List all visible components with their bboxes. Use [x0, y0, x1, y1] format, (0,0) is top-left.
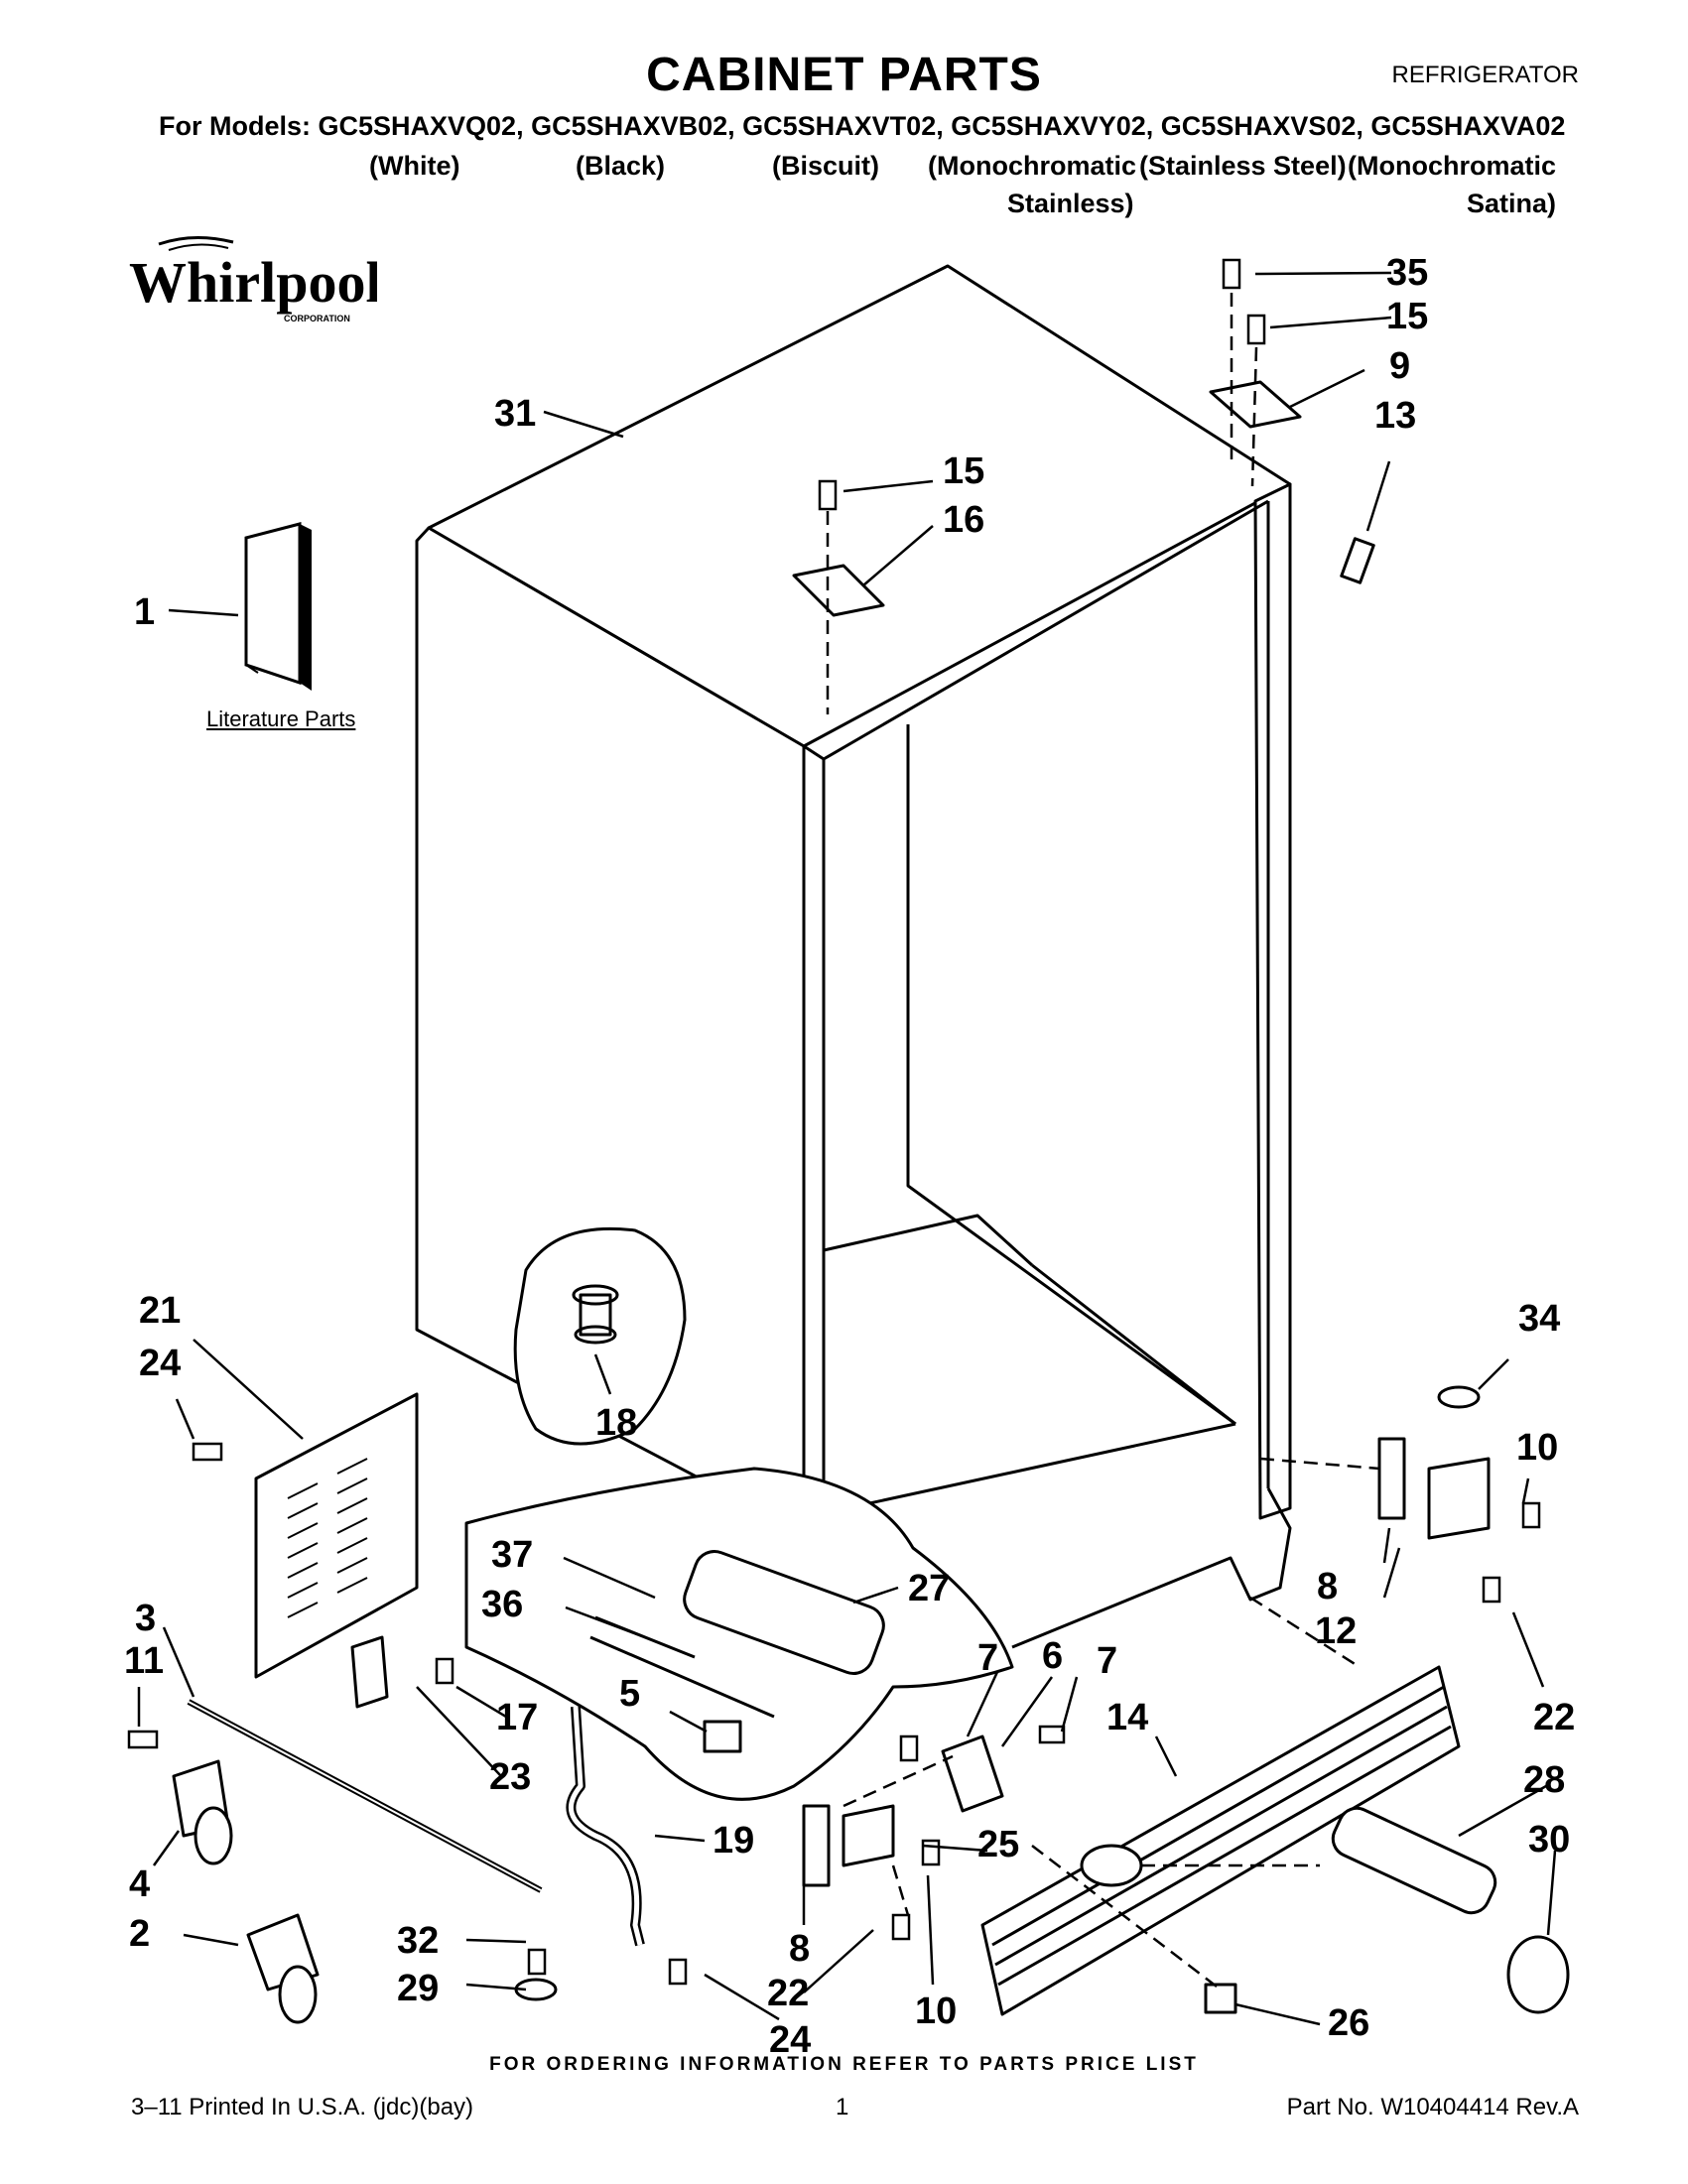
toe-grille: [980, 1665, 1461, 2016]
callout-17: 17: [496, 1697, 539, 1738]
callout-15b: 15: [943, 450, 985, 492]
callout-34: 34: [1518, 1298, 1561, 1340]
callout-7a: 7: [977, 1637, 999, 1679]
variant-label-mono-satina-2: Satina): [1467, 189, 1557, 218]
callout-1: 1: [134, 591, 156, 633]
svg-text:CORPORATION: CORPORATION: [284, 314, 350, 323]
page-title: CABINET PARTS: [646, 49, 1042, 101]
callout-12: 12: [1315, 1610, 1358, 1652]
variant-label-mono-stainless: (Monochromatic: [928, 151, 1137, 181]
callout-9: 9: [1389, 345, 1411, 387]
appliance-category: REFRIGERATOR: [1391, 62, 1579, 88]
callout-25: 25: [977, 1824, 1020, 1865]
callout-18: 18: [595, 1402, 638, 1444]
literature-parts-label: Literature Parts: [206, 707, 356, 731]
whirlpool-logo: Whirlpool CORPORATION: [129, 230, 382, 329]
callout-7b: 7: [1097, 1640, 1118, 1682]
leveler-cutaway: [513, 1226, 687, 1446]
callout-24b: 24: [769, 2019, 812, 2061]
pump-body: [683, 1550, 885, 1675]
variant-label-biscuit: (Biscuit): [772, 151, 879, 181]
callout-5: 5: [619, 1673, 641, 1715]
variant-label-stainless-steel: (Stainless Steel): [1139, 151, 1347, 181]
callout-37: 37: [491, 1534, 534, 1576]
callout-31: 31: [494, 393, 537, 435]
callout-2: 2: [129, 1913, 151, 1955]
callout-30: 30: [1528, 1819, 1571, 1861]
rear-grille: [254, 1392, 419, 1679]
callout-10b: 10: [915, 1991, 958, 2032]
callout-36: 36: [481, 1584, 524, 1625]
callout-10a: 10: [1516, 1427, 1559, 1469]
callout-15a: 15: [1386, 296, 1429, 337]
callout-3: 3: [135, 1598, 157, 1639]
callout-16: 16: [943, 499, 985, 541]
variant-label-white: (White): [369, 151, 460, 181]
callout-13: 13: [1374, 395, 1417, 437]
literature-book-icon: [238, 516, 318, 700]
callout-8b: 8: [789, 1928, 811, 1970]
callout-23: 23: [489, 1756, 532, 1798]
callout-21: 21: [139, 1290, 182, 1332]
callout-27: 27: [908, 1568, 951, 1609]
print-info: 3–11 Printed In U.S.A. (jdc)(bay): [131, 2094, 474, 2120]
page-number: 1: [836, 2094, 849, 2120]
callout-8a: 8: [1317, 1566, 1339, 1607]
callout-32: 32: [397, 1920, 440, 1962]
cabinet-right-side: [1253, 482, 1292, 1520]
callout-4: 4: [129, 1863, 151, 1905]
callout-6: 6: [1042, 1635, 1064, 1677]
callout-22b: 22: [767, 1973, 810, 2014]
ordering-note: FOR ORDERING INFORMATION REFER TO PARTS …: [489, 2054, 1199, 2075]
callout-24a: 24: [139, 1343, 182, 1384]
callout-28: 28: [1523, 1759, 1566, 1801]
callout-19: 19: [713, 1820, 755, 1862]
variant-label-black: (Black): [576, 151, 666, 181]
callout-22a: 22: [1533, 1697, 1576, 1738]
variant-label-mono-stainless-2: Stainless): [1007, 189, 1134, 218]
models-list: For Models: GC5SHAXVQ02, GC5SHAXVB02, GC…: [159, 111, 1566, 141]
callout-14: 14: [1106, 1697, 1149, 1738]
callout-11: 11: [124, 1640, 165, 1682]
callout-35: 35: [1386, 252, 1429, 294]
callout-29: 29: [397, 1968, 440, 2009]
svg-text:Whirlpool: Whirlpool: [129, 250, 377, 315]
callout-26: 26: [1328, 2002, 1370, 2044]
document-part-number: Part No. W10404414 Rev.A: [1286, 2094, 1579, 2120]
variant-label-mono-satina: (Monochromatic: [1348, 151, 1557, 181]
